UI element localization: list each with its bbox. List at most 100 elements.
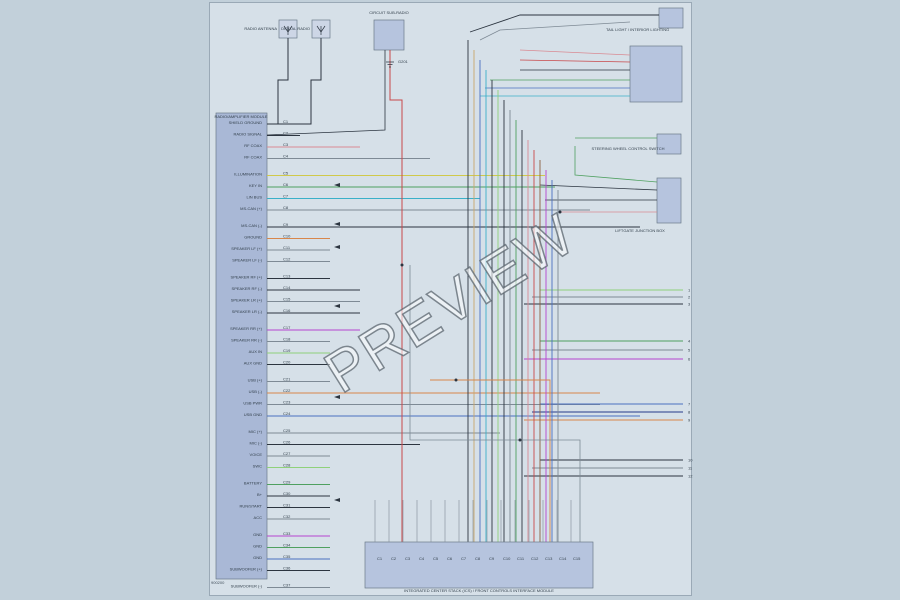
ground-label: G201 (398, 59, 409, 64)
circuit-number: C36 (283, 566, 291, 571)
left-pin-label: RF COAX (244, 143, 262, 148)
right-terminal-number: 5 (688, 348, 691, 353)
left-pin-label: VOICE (250, 452, 263, 457)
antenna-label: RADIO ANTENNA (244, 26, 277, 31)
bottom-pin-label: C11 (517, 556, 525, 561)
left-pin-label: ILLUMINATION (234, 172, 262, 177)
radio-module-block (215, 112, 268, 580)
bottom-module (364, 541, 594, 589)
splice-dot (454, 378, 458, 382)
splice-dot (558, 210, 562, 214)
circuit-number: C30 (283, 491, 291, 496)
bottom-pin-label: C7 (461, 556, 467, 561)
circuit-number: C26 (283, 440, 291, 445)
mic-label: CIRCUIT SUB-RADIO (369, 10, 408, 15)
circuit-number: C10 (283, 234, 291, 239)
left-pin-label: SPEAKER LF (-) (232, 258, 262, 263)
top-wire (479, 21, 631, 41)
circuit-number: C7 (283, 194, 289, 199)
swc-wire (574, 146, 658, 183)
circuit-number: C20 (283, 360, 291, 365)
mic-wire (389, 50, 403, 570)
mic-ground (266, 50, 386, 136)
bottom-pin-label: C1 (377, 556, 383, 561)
bottom-pin-label: C5 (433, 556, 439, 561)
circuit-number: C31 (283, 503, 291, 508)
left-pin-label: GND (253, 555, 262, 560)
circuit-number: C5 (283, 171, 289, 176)
circuit-number: C27 (283, 451, 291, 456)
left-pin-label: SPEAKER LR (+) (231, 298, 263, 303)
right-terminal-number: 4 (688, 339, 691, 344)
circuit-number: C23 (283, 400, 291, 405)
circuit-number: C29 (283, 480, 291, 485)
left-pin-label: RADIO SIGNAL (234, 132, 263, 137)
left-pin-label: SHIELD GROUND (229, 120, 262, 125)
circuit-number: C15 (283, 297, 291, 302)
splice-dot (518, 438, 522, 442)
circuit-number: C16 (283, 308, 291, 313)
circuit-number: C6 (283, 182, 289, 187)
bottom-pin-label: C6 (447, 556, 453, 561)
ground-icon (386, 61, 394, 68)
left-pin-label: AUX IN (249, 349, 262, 354)
circuit-number: C34 (283, 543, 291, 548)
left-pin-label: SUBWOOFER (-) (231, 584, 263, 589)
liftgate-label: LIFTGATE JUNCTION BOX (615, 228, 665, 233)
liftgate-wire (539, 184, 658, 191)
left-pin-label: B+ (257, 492, 263, 497)
left-pin-label: SPEAKER LF (+) (231, 246, 262, 251)
circuit-number: C37 (283, 583, 291, 588)
top-wire (519, 49, 631, 56)
left-pin-label: SPEAKER RR (+) (230, 326, 263, 331)
connector-arrow (334, 498, 340, 502)
bottom-pin-label: C2 (391, 556, 397, 561)
connector-arrow (334, 245, 340, 249)
left-pin-label: MS-CAN (-) (241, 223, 263, 228)
left-pin-label: GND (253, 532, 262, 537)
circuit-number: C18 (283, 337, 291, 342)
left-pin-label: GND (253, 544, 262, 549)
bottom-pin-label: C4 (419, 556, 425, 561)
right-terminal-number: 6 (688, 357, 691, 362)
top-right-module (658, 7, 684, 29)
circuit-number: C13 (283, 274, 291, 279)
right-terminal-number: 9 (688, 418, 691, 423)
right-terminal-number: 1 (688, 288, 691, 293)
left-pin-label: RF COAX (244, 155, 262, 160)
bottom-pin-label: C14 (559, 556, 567, 561)
right-terminal-number: 8 (688, 410, 691, 415)
left-pin-label: SPEAKER LR (-) (232, 309, 263, 314)
left-pin-label: AUX GND (244, 361, 262, 366)
bottom-module-label: INTEGRATED CENTER STACK (ICS) / FRONT CO… (404, 588, 554, 593)
right-terminal-number: 3 (688, 302, 691, 307)
circuit-number: C24 (283, 411, 291, 416)
right-terminal-number: 11 (688, 466, 693, 471)
swc-label: STEERING WHEEL CONTROL SWITCH (591, 146, 664, 151)
circuit-number: C11 (283, 245, 291, 250)
left-pin-label: SUBWOOFER (+) (230, 567, 263, 572)
bottom-pin-label: C10 (503, 556, 511, 561)
connector-arrow (334, 222, 340, 226)
circuit-number: C4 (283, 154, 289, 159)
circuit-number: C17 (283, 325, 291, 330)
left-pin-label: MIC (+) (249, 429, 263, 434)
connector-arrow (334, 183, 340, 187)
left-pin-label: USB (-) (249, 389, 263, 394)
left-pin-label: USB PWR (243, 401, 262, 406)
circuit-number: C19 (283, 348, 291, 353)
right-terminal-number: 10 (688, 458, 693, 463)
right-terminal-number: 12 (688, 474, 693, 479)
connector-arrow (334, 304, 340, 308)
splice-dot (400, 263, 404, 267)
radio-module-label: RADIO/AMPLIFIER MODULE (214, 114, 267, 119)
circuit-number: C32 (283, 514, 291, 519)
connector-arrow (334, 395, 340, 399)
right-top-label: TAIL LIGHT / INTERIOR LIGHTING (606, 27, 669, 32)
schematic-sheet (209, 2, 692, 596)
swc-module (656, 133, 682, 155)
bottom-pin-label: C15 (573, 556, 581, 561)
left-pin-label: USB (+) (248, 378, 263, 383)
left-pin-label: USB GND (244, 412, 262, 417)
